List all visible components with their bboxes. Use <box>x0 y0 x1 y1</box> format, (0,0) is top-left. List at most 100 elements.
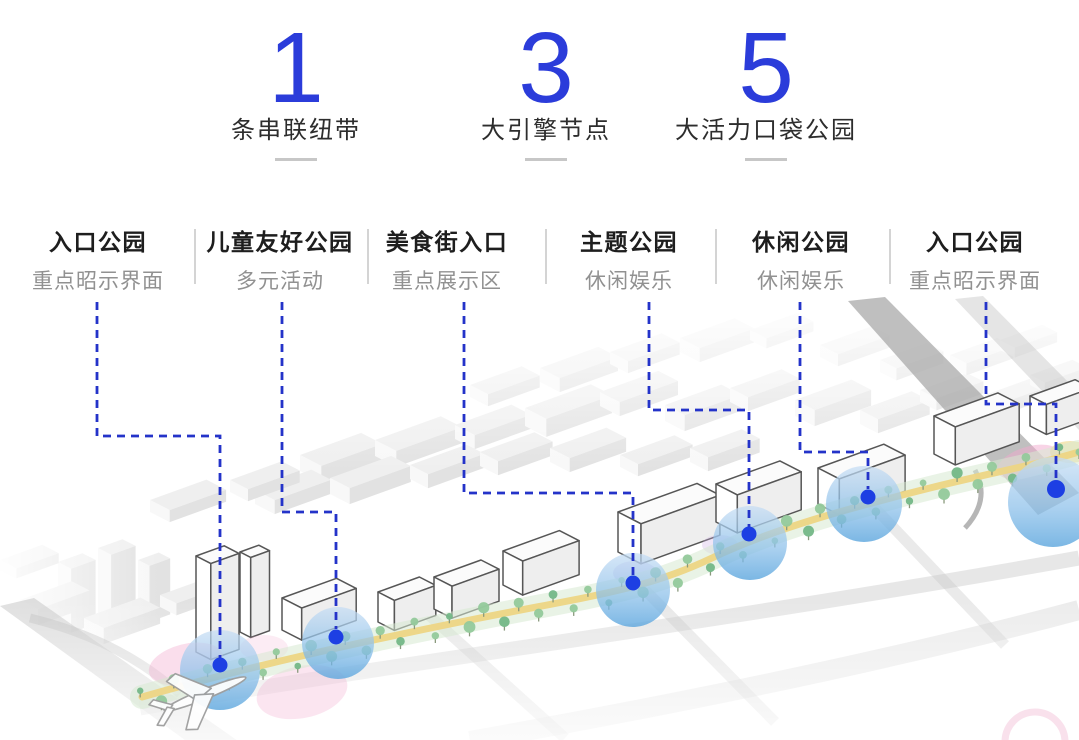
park-title: 美食街入口 <box>385 229 509 255</box>
marker-dot-5 <box>860 489 876 505</box>
park-title: 休闲公园 <box>752 229 850 255</box>
park-subtitle: 休闲娱乐 <box>585 270 673 293</box>
building-block <box>169 489 227 523</box>
building-block <box>248 470 300 502</box>
tree-icon <box>499 616 510 628</box>
park-subtitle: 重点昭示界面 <box>909 270 1041 293</box>
park-label-2: 儿童友好公园 多元活动 <box>207 223 354 295</box>
park-subtitle: 重点展示区 <box>392 270 502 293</box>
park-label-1: 入口公园 重点昭示界面 <box>32 223 164 295</box>
marker-dot-2 <box>328 629 344 645</box>
label-divider <box>545 229 547 284</box>
park-subtitle: 重点昭示界面 <box>32 270 164 293</box>
map-bottom-fade <box>0 600 1079 740</box>
building-outline <box>521 539 580 596</box>
leader-line-2 <box>280 302 338 629</box>
tree-icon <box>375 626 385 636</box>
park-label-6: 入口公园 重点昭示界面 <box>909 223 1041 295</box>
tree-icon <box>410 617 419 626</box>
park-title: 主题公园 <box>580 229 678 255</box>
stat-underline <box>525 158 567 161</box>
airplane-icon <box>148 672 247 731</box>
park-title: 儿童友好公园 <box>206 229 354 255</box>
tree-icon <box>513 597 524 608</box>
building-block <box>330 478 350 505</box>
leader-line-5 <box>798 302 870 489</box>
park-label-5: 休闲公园 休闲娱乐 <box>752 223 850 295</box>
tree-icon <box>951 467 963 479</box>
marker-dots <box>212 480 1065 673</box>
leader-line-6 <box>984 302 1058 481</box>
stat-label: 大活力口袋公园 <box>675 117 857 144</box>
building-outline <box>249 549 271 639</box>
park-title: 入口公园 <box>926 229 1024 255</box>
building-outline <box>451 568 500 619</box>
stat-value: 1 <box>268 12 324 124</box>
tree-icon <box>569 604 578 613</box>
stat-value: 5 <box>738 12 794 124</box>
tree-icon <box>1075 448 1079 456</box>
tree-icon <box>431 632 440 640</box>
tree-icon <box>396 636 405 646</box>
marker-dot-1 <box>212 657 228 673</box>
tree-icon <box>972 478 984 490</box>
tree-icon <box>294 662 302 670</box>
park-subtitle: 多元活动 <box>236 270 324 293</box>
park-subtitle: 休闲娱乐 <box>757 270 845 293</box>
tree-icon <box>259 668 267 677</box>
tree-icon <box>905 497 914 505</box>
tree-icon <box>803 525 815 537</box>
tree-icon <box>445 612 453 620</box>
highlight-circle-4 <box>713 506 787 580</box>
tree-icon <box>584 585 592 594</box>
building-outline <box>954 403 1020 466</box>
map-top-fade <box>0 296 1079 471</box>
park-label-4: 主题公园 休闲娱乐 <box>580 223 678 295</box>
tree-icon <box>272 648 280 656</box>
leader-lines <box>95 302 1058 658</box>
building-block <box>150 479 227 511</box>
leader-line-4 <box>647 302 751 527</box>
marker-dot-3 <box>625 575 641 591</box>
tree-icon <box>548 590 558 599</box>
tree-icon <box>1021 452 1031 462</box>
stat-label: 条串联纽带 <box>231 117 361 144</box>
marker-dot-4 <box>741 526 757 542</box>
building-outline <box>239 551 252 639</box>
marker-dot-6 <box>1047 480 1065 498</box>
tree-icon <box>938 488 950 501</box>
park-title: 入口公园 <box>49 229 147 255</box>
tree-icon <box>137 687 144 694</box>
pink-garden <box>256 664 348 720</box>
label-divider <box>715 229 717 284</box>
pink-ring <box>1001 708 1069 740</box>
tree-icon <box>780 515 793 527</box>
stat-label: 大引擎节点 <box>481 117 611 144</box>
leader-line-1 <box>95 302 222 658</box>
stat-underline <box>275 158 317 161</box>
stat-item-belt: 1 条串联纽带 <box>231 18 361 161</box>
highlight-circle-5 <box>826 466 902 542</box>
label-divider <box>194 229 196 284</box>
tree-icon <box>682 554 693 564</box>
stat-value: 3 <box>518 12 574 124</box>
highlight-circle-6 <box>1008 457 1079 547</box>
tree-icon <box>672 577 683 589</box>
tree-icon <box>533 608 544 619</box>
tree-icon <box>478 602 490 614</box>
tree-icon <box>919 479 927 487</box>
park-label-3: 美食街入口 重点展示区 <box>386 223 509 295</box>
tree-icon <box>463 621 476 633</box>
building-block <box>230 480 248 502</box>
tree-icon <box>986 461 997 472</box>
label-divider <box>889 229 891 284</box>
tree-icon <box>705 563 715 573</box>
stat-underline <box>745 158 787 161</box>
tree-icon <box>814 503 826 514</box>
building-block <box>349 466 411 505</box>
building-block <box>274 479 332 515</box>
stat-item-engine-nodes: 3 大引擎节点 <box>481 18 611 161</box>
tree-icon <box>1055 443 1064 452</box>
